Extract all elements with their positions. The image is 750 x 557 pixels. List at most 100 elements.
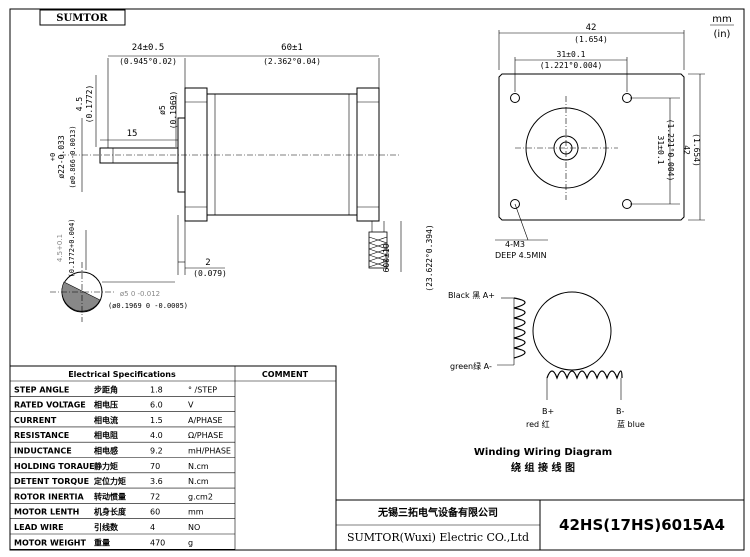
- spec-name: CURRENT: [14, 416, 57, 425]
- spec-title: Electrical Specifications: [68, 370, 176, 379]
- wire-blue-code: B-: [616, 407, 624, 416]
- front-view: 42 (1.654) 31±0.1 (1.221°0.004) 31±0.1 (…: [495, 23, 705, 260]
- wire-black: Black 黑 A+: [448, 291, 495, 300]
- spec-unit: mm: [188, 508, 204, 517]
- spec-name-cn: 步距角: [94, 384, 118, 394]
- dim-d5: ø5: [158, 105, 167, 115]
- dim-22: ø22-0.033: [57, 135, 66, 179]
- hole-note: 4-M3: [505, 240, 525, 249]
- units-mm: mm: [712, 14, 731, 25]
- motor-shaft: [99, 147, 179, 164]
- title-block: 无锡三拓电气设备有限公司 SUMTOR(Wuxi) Electric CO.,L…: [336, 499, 744, 550]
- drawing-frame: [9, 8, 745, 551]
- spec-name: MOTOR WEIGHT: [14, 538, 86, 547]
- dim-24-in: (0.945°0.02): [119, 57, 177, 66]
- dim-60-in: (2.362°0.04): [263, 57, 321, 66]
- dim-4-5-in: (0.1772): [85, 85, 94, 124]
- shaft-flat-dim-in: (0.1772+0.004): [68, 218, 76, 277]
- spec-name: STEP ANGLE: [14, 385, 69, 394]
- shaft-dia-dim-in: (ø0.1969 0 -0.0005): [108, 302, 188, 310]
- spec-name-cn: 相电阻: [94, 430, 118, 440]
- spec-name-cn: 定位力矩: [93, 476, 126, 486]
- dim-60: 60±1: [281, 43, 303, 53]
- spec-unit: mH/PHASE: [188, 447, 231, 456]
- spec-value: 60: [150, 508, 160, 517]
- motor-body: [206, 93, 358, 216]
- dim-4-5: 4.5: [75, 97, 84, 112]
- wire-blue: 蓝 blue: [617, 419, 645, 429]
- mount-hole-bl: [510, 199, 520, 209]
- spec-name-cn: 机身长度: [94, 507, 127, 517]
- spec-name-cn: 引线数: [94, 522, 119, 532]
- spec-unit: ° /STEP: [188, 385, 217, 394]
- dim-600-in: (23.622°0.394): [425, 224, 434, 291]
- units-note: mm (in): [710, 14, 734, 40]
- dim-22-plus: +0: [49, 153, 57, 161]
- wiring-title: Winding Wiring Diagram: [474, 447, 612, 458]
- shaft-section-detail: 4.5+0.1 (0.1772+0.004) ø5 0 -0.012 (ø0.1…: [50, 218, 188, 322]
- model-number: 42HS(17HS)6015A4: [559, 516, 725, 534]
- company-cn: 无锡三拓电气设备有限公司: [377, 506, 498, 519]
- flange-outline: [498, 73, 685, 221]
- front-dim-31v: 31±0.1: [656, 136, 665, 165]
- front-dim-31v-in: (1.221°0.004): [666, 119, 675, 182]
- mount-hole-tl: [510, 93, 520, 103]
- comment-header: COMMENT: [262, 370, 309, 379]
- lead-wire-bundle: [368, 221, 388, 269]
- spec-unit: Ω/PHASE: [188, 431, 223, 440]
- wire-green: green绿 A-: [450, 362, 492, 371]
- spec-value: 3.6: [150, 477, 163, 486]
- spec-value: 1.5: [150, 416, 163, 425]
- rear-cap: [356, 87, 380, 222]
- spec-name: RATED VOLTAGE: [14, 401, 86, 410]
- dim-2-in: (0.079): [193, 269, 227, 278]
- company-en: SUMTOR(Wuxi) Electric CO.,Ltd: [347, 531, 529, 544]
- spec-name-cn: 相电流: [94, 415, 118, 425]
- spec-name: ROTOR INERTIA: [14, 492, 85, 501]
- wire-red: red 红: [526, 419, 550, 429]
- dim-24: 24±0.5: [132, 43, 165, 53]
- wire-red-code: B+: [542, 407, 554, 416]
- brand-tag: [39, 9, 126, 26]
- spec-name: RESISTANCE: [14, 431, 69, 440]
- spec-value: 70: [150, 462, 160, 471]
- wiring-title-cn: 绕 组 接 线 图: [511, 461, 575, 474]
- spec-name-cn: 相电感: [94, 446, 118, 456]
- spec-value: 6.0: [150, 401, 163, 410]
- front-dim-31-in: (1.221°0.004): [540, 61, 603, 70]
- dim-15: 15: [127, 129, 138, 139]
- shaft-flat-dim: 4.5+0.1: [56, 234, 64, 262]
- spec-name: INDUCTANCE: [14, 447, 72, 456]
- brand-label: SUMTOR: [56, 13, 108, 24]
- dim-22-in: (ø0.866-0.0013): [69, 125, 77, 188]
- spec-name: HOLDING TORAUE: [14, 462, 95, 471]
- spec-value: 1.8: [150, 385, 163, 394]
- spec-unit: g.cm2: [188, 492, 213, 501]
- coil-b: [546, 370, 623, 380]
- front-cap: [184, 87, 208, 222]
- front-dim-42: 42: [586, 23, 597, 33]
- dim-600: 600±10: [382, 243, 391, 272]
- front-dim-42-in: (1.654): [574, 35, 608, 44]
- wiring-diagram: Black 黑 A+ green绿 A- B+ red 红 B- 蓝 blue …: [448, 291, 645, 474]
- hole-depth: DEEP 4.5MIN: [495, 251, 547, 260]
- spec-name-cn: 转动惯量: [94, 491, 126, 501]
- spec-unit: NO: [188, 523, 200, 532]
- shaft-dia-dim: ø5 0 -0.012: [120, 290, 160, 298]
- spec-name: DETENT TORQUE: [14, 477, 89, 486]
- spec-unit: V: [188, 401, 194, 410]
- front-dim-31: 31±0.1: [557, 50, 586, 59]
- dim-d5-in: (0.1969): [169, 91, 178, 130]
- spec-value: 470: [150, 538, 165, 547]
- front-dim-42v: 42: [682, 145, 691, 155]
- spec-name-cn: 静力矩: [94, 461, 118, 471]
- side-view: 24±0.5 (0.945°0.02) 60±1 (2.362°0.04) 4.…: [49, 43, 434, 322]
- spec-value: 9.2: [150, 447, 163, 456]
- spec-table: Electrical Specifications COMMENT STEP A…: [9, 365, 337, 551]
- front-dim-42v-in: (1.654): [692, 133, 701, 167]
- rotor-circle: [532, 291, 612, 371]
- spec-unit: A/PHASE: [188, 416, 223, 425]
- spec-name: LEAD WIRE: [14, 523, 64, 532]
